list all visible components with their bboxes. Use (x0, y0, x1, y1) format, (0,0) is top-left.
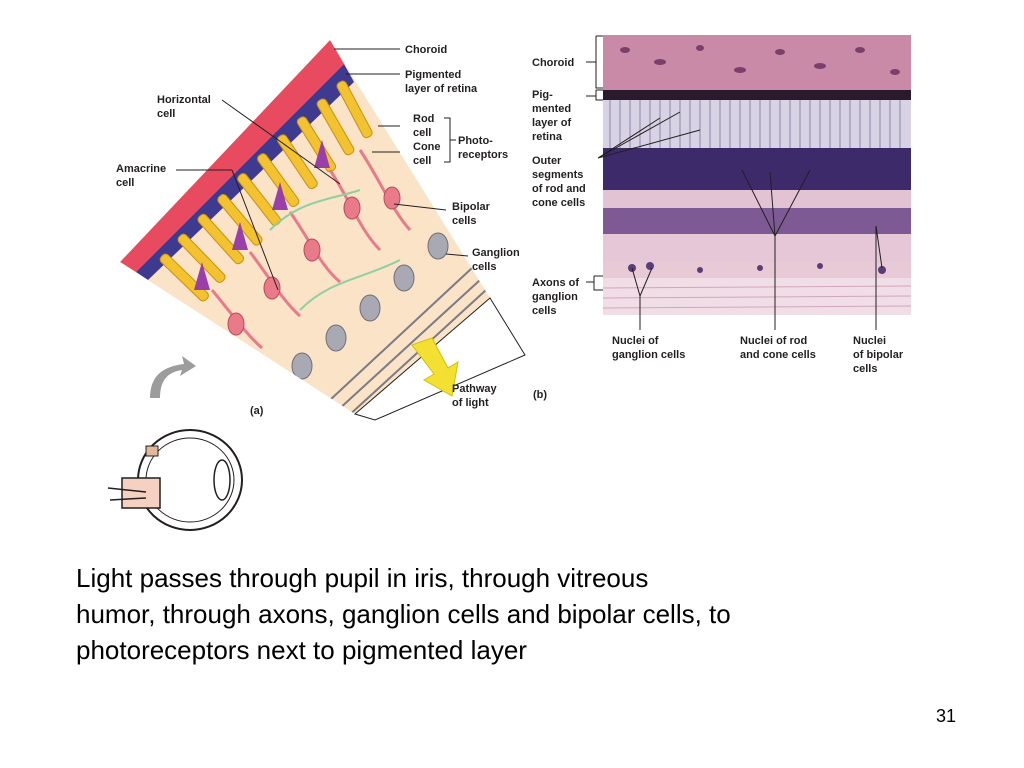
cone-cells (194, 140, 330, 290)
label-nuclei-ganglion: Nuclei of (612, 335, 659, 347)
photoreceptor-rods (159, 80, 373, 302)
label-nuclei-bipolar-2: of bipolar (853, 349, 904, 361)
zoom-arrow-icon (150, 356, 196, 398)
label-rod-cell-2: cell (413, 127, 431, 139)
label-outer-segments: Outer (532, 155, 562, 167)
label-choroid-a: Choroid (405, 44, 447, 56)
label-nuclei-rod-cone: Nuclei of rod (740, 335, 807, 347)
micrograph-outer-segments (603, 100, 911, 148)
retina-schematic (120, 40, 526, 421)
label-amacrine-cell-2: cell (116, 177, 134, 189)
label-pathway-of-light: Pathway (452, 383, 498, 395)
caption-line-2: humor, through axons, ganglion cells and… (76, 599, 731, 629)
histology-micrograph (603, 35, 911, 315)
optic-nerve-lines (107, 487, 147, 501)
label-photoreceptors-2: receptors (458, 149, 508, 161)
choroid-texture (620, 45, 900, 75)
label-cone-cell: Cone (413, 141, 441, 153)
label-pathway-of-light-2: of light (452, 397, 489, 409)
label-bipolar-cells: Bipolar (452, 201, 491, 213)
panel-b-tag: (b) (533, 389, 547, 401)
horizontal-processes (269, 189, 401, 311)
optic-nerve-box (121, 477, 161, 509)
retina-fan-background (120, 40, 490, 414)
label-axons-ganglion-3: cells (532, 305, 556, 317)
label-photoreceptors: Photo- (458, 135, 493, 147)
label-horizontal-cell: Horizontal (157, 94, 211, 106)
slide-caption: Light passes through pupil in iris, thro… (76, 560, 976, 668)
label-pigmented-b-2: mented (532, 103, 571, 115)
label-choroid-b: Choroid (532, 57, 574, 69)
label-nuclei-bipolar-3: cells (853, 363, 877, 375)
bipolar-cell-bodies (227, 186, 401, 336)
micrograph-fibres (603, 285, 911, 309)
label-nuclei-ganglion-2: ganglion cells (612, 349, 685, 361)
label-pigmented-a-2: layer of retina (405, 83, 478, 95)
panel-a-labels: Choroid Pigmented layer of retina Horizo… (116, 44, 520, 417)
outer-segment-striations (609, 100, 901, 148)
retina-figure: Choroid Pigmented layer of retina Horizo… (107, 35, 911, 531)
label-amacrine-cell: Amacrine (116, 163, 166, 175)
choroid-band (120, 40, 344, 272)
label-pigmented-b: Pig- (532, 89, 553, 101)
micrograph-choroid (603, 35, 911, 90)
light-pathway-arrow (411, 337, 459, 397)
micrograph-rod-cone-nuclei (603, 148, 911, 190)
label-pigmented-b-4: retina (532, 131, 563, 143)
caption-line-1: Light passes through pupil in iris, thro… (76, 563, 649, 593)
micrograph-inner-plexiform (603, 234, 911, 262)
panel-a-tag: (a) (250, 405, 264, 417)
label-axons-ganglion: Axons of (532, 277, 579, 289)
label-nuclei-rod-cone-2: and cone cells (740, 349, 816, 361)
label-pigmented-a: Pigmented (405, 69, 461, 81)
panel-a-leader-lines (176, 48, 469, 291)
retina-sample-box (145, 445, 159, 457)
label-axons-ganglion-2: ganglion (532, 291, 578, 303)
label-outer-segments-3: of rod and (532, 183, 586, 195)
eye-diagram (107, 356, 243, 531)
label-horizontal-cell-2: cell (157, 108, 175, 120)
ganglion-cells (291, 232, 449, 380)
label-ganglion-cells-2: cells (472, 261, 496, 273)
label-nuclei-bipolar: Nuclei (853, 335, 886, 347)
panel-b-leader-lines (586, 35, 883, 330)
page-number: 31 (936, 706, 957, 726)
label-cone-cell-2: cell (413, 155, 431, 167)
label-outer-segments-4: cone cells (532, 197, 585, 209)
ganglion-axon-layer (329, 267, 487, 414)
micrograph-bipolar-nuclei (603, 208, 911, 234)
micrograph-pigment-layer (603, 90, 911, 100)
caption-line-3: photoreceptors next to pigmented layer (76, 635, 527, 665)
label-outer-segments-2: segments (532, 169, 583, 181)
label-rod-cell: Rod (413, 113, 434, 125)
panel-b-labels: Choroid Pig- mented layer of retina Oute… (532, 57, 904, 401)
eye-lens (213, 459, 231, 501)
label-ganglion-cells: Ganglion (472, 247, 520, 259)
label-bipolar-cells-2: cells (452, 215, 476, 227)
label-pigmented-b-3: layer of (532, 117, 571, 129)
